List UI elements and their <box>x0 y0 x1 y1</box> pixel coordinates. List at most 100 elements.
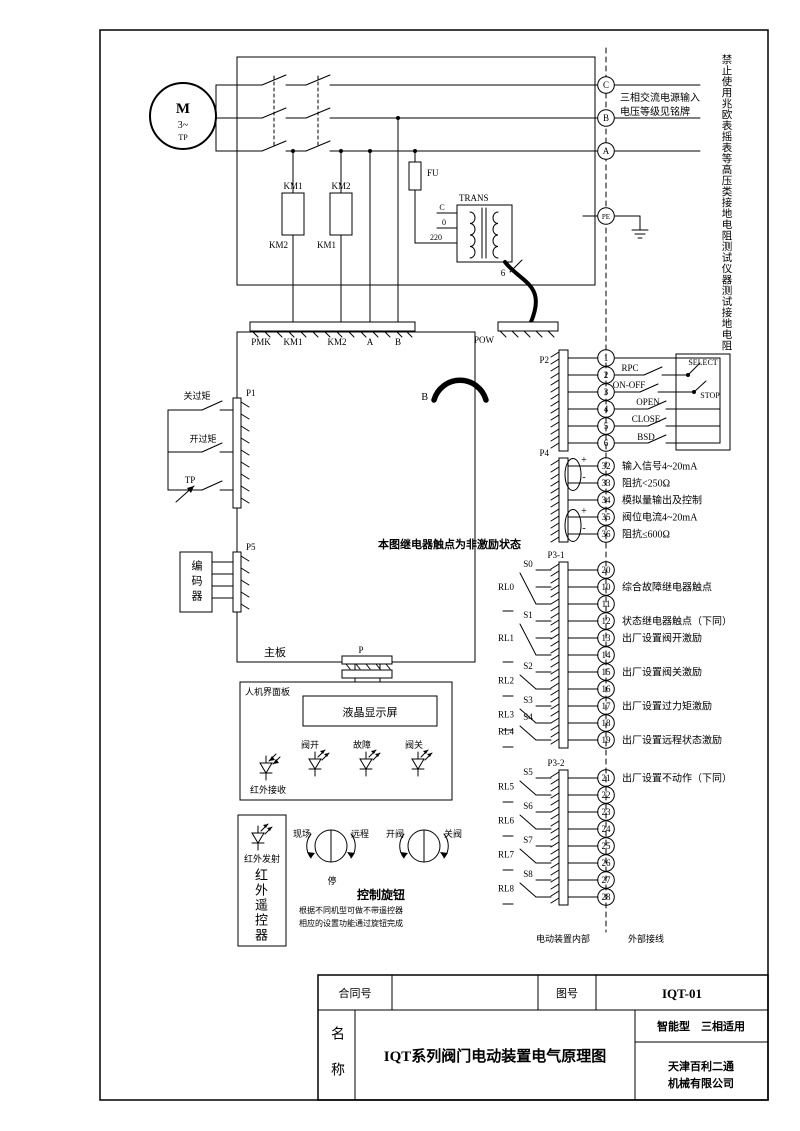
winding-arc <box>431 377 489 403</box>
encoder-label: 编码器 <box>190 560 202 605</box>
company-line-1: 天津百利二通 <box>668 1059 734 1073</box>
relay-label: RL8 <box>498 884 515 894</box>
onoff-label: ON-OFF <box>613 380 646 390</box>
connector-bar <box>558 349 569 452</box>
terminal-number: 26 <box>602 858 612 868</box>
terminal-note: 阻抗<250Ω <box>622 477 670 490</box>
close-label: CLOSE <box>632 414 661 424</box>
terminal-note: 阀位电流4~20mA <box>622 511 698 524</box>
title-block-frame <box>317 974 769 1101</box>
pmk-terminal-bar <box>249 321 416 332</box>
terminal-number: 3 <box>604 387 609 397</box>
terminal-number: 22 <box>602 790 611 800</box>
knob-note-2: 相应的设置功能通过旋钮完成 <box>299 918 403 928</box>
terminal-circle <box>597 525 615 543</box>
p32-label: P3-2 <box>547 758 564 768</box>
led-open-label: 阀开 <box>301 740 319 750</box>
terminal-number: 18 <box>602 718 612 728</box>
km2-coil <box>329 192 353 236</box>
knob-title: 控制旋钮 <box>357 887 405 902</box>
terminal-number: 5 <box>604 421 609 431</box>
km2-interlock-label: KM1 <box>317 240 336 250</box>
relay-state-note: 本图继电器触点为非激励状态 <box>378 537 521 551</box>
valve-knob-icon <box>399 829 449 863</box>
terminal-number: 15 <box>602 667 612 677</box>
terminal-note: 出厂设置过力矩激励 <box>622 700 712 713</box>
terminal-note: 出厂设置远程状态激励 <box>622 734 722 747</box>
transformer-label: TRANS <box>459 193 489 203</box>
polarity-sign: + <box>581 506 587 517</box>
relay-label: RL2 <box>498 676 514 686</box>
lcd-box <box>302 695 438 727</box>
contact-label: S2 <box>523 661 533 671</box>
name-column-label: 名称 <box>329 1026 344 1098</box>
polarity-sign: + <box>581 455 587 466</box>
hmi-label: 人机界面板 <box>245 686 290 697</box>
terminal-number: 35 <box>602 512 612 522</box>
transformer-box <box>456 204 513 263</box>
connector-p3-1: 2010111213141516171819综合故障继电器触点状态继电器触点（下… <box>498 559 732 749</box>
km1-coil-label: KM1 <box>283 181 302 191</box>
phase-b-label: B <box>603 113 609 123</box>
internal-label: 电动装置内部 <box>536 933 590 944</box>
km2-coil-label: KM2 <box>331 181 350 191</box>
p2-external-wiring: P2 RPC SELECT ON-OFF STOP OPEN CLOSE BSD <box>539 353 731 451</box>
connector-bar <box>558 457 569 543</box>
drawing-no-label: 图号 <box>556 987 578 1000</box>
terminal-PE <box>597 207 615 225</box>
p1-label: P1 <box>246 388 256 398</box>
relay-label: RL0 <box>498 582 515 592</box>
external-label: 外部接线 <box>628 933 664 944</box>
p31-label: P3-1 <box>547 550 564 560</box>
led-close-icon <box>411 749 433 777</box>
rpc-label: RPC <box>621 363 638 373</box>
led-fault-label: 故障 <box>353 739 371 750</box>
connector-bar <box>558 769 569 906</box>
ir-emit-label: 红外发射 <box>244 853 280 864</box>
top-terminal-km1: KM1 <box>283 337 302 347</box>
contact-label: S5 <box>523 767 533 777</box>
contact-label: S4 <box>523 712 533 722</box>
terminal-number: 20 <box>602 565 612 575</box>
company-line-2: 机械有限公司 <box>668 1076 734 1090</box>
winding-b-label: B <box>421 392 428 403</box>
relay-label: RL6 <box>498 816 515 826</box>
connector-bar <box>558 561 569 749</box>
terminal-number: 1 <box>604 353 609 363</box>
contact-label: S0 <box>523 559 533 569</box>
open-valve-label: 开阀 <box>386 829 404 839</box>
title-block: 合同号 图号 IQT-01 IQT系列阀门电动装置电气原理图 智能型 三相适用 … <box>317 974 769 1101</box>
terminal-note: 出厂设置阀关激励 <box>622 666 702 679</box>
terminal-number: 24 <box>602 824 612 834</box>
fuse-symbol <box>408 161 422 191</box>
motor-tp: TP <box>178 133 188 142</box>
shield-ellipse-2 <box>564 509 582 542</box>
p-bar-lower <box>341 669 393 679</box>
torque-close-label: 关过矩 <box>183 390 210 401</box>
contact-label: S1 <box>523 610 533 620</box>
led-open-icon <box>308 749 330 777</box>
encoder-box <box>179 551 213 613</box>
control-knobs: 现场 远程 停 开阀 关阀 控制旋钮 根据不同机型可做不带遥控器 相应的设置功能… <box>293 828 462 928</box>
ir-receive-label: 红外接收 <box>250 784 286 795</box>
terminal-number: 12 <box>602 616 611 626</box>
terminal-number: 28 <box>602 892 612 902</box>
close-valve-label: 关阀 <box>444 828 462 839</box>
open-label: OPEN <box>636 397 660 407</box>
mainboard: PMK KM1 KM2 A B POW B 主板 本图继电器触点为非激励状态 P <box>249 321 559 683</box>
connector-p5: P5 <box>179 542 256 613</box>
tp-switch-label: TP <box>185 475 196 485</box>
terminal-circle <box>597 731 615 749</box>
terminal-note: 出厂设置阀开激励 <box>622 632 702 645</box>
relay-label: RL7 <box>498 850 515 860</box>
pow-label: POW <box>474 335 495 345</box>
select-label: SELECT <box>688 358 717 367</box>
stop-mode-label: 停 <box>327 875 336 886</box>
terminal-B <box>597 109 615 127</box>
hmi-panel: 人机界面板 液晶显示屏 阀开 故障 阀关 红外接收 <box>245 686 433 795</box>
top-terminal-km2: KM2 <box>327 337 346 347</box>
remote-station-box <box>675 353 731 451</box>
connector-p4: 3233343536+输入信号4~20mA-阻抗<250Ω模拟量输出及控制+阀位… <box>550 455 702 543</box>
